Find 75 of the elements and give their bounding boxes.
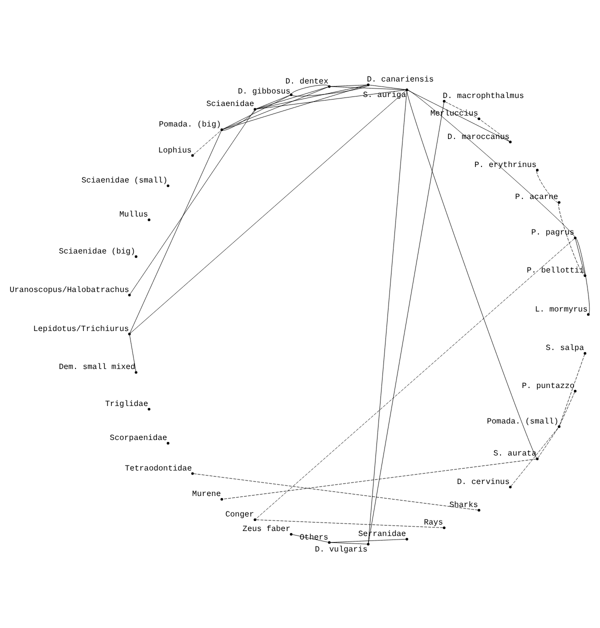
node-circle <box>290 92 292 96</box>
connector <box>559 354 585 426</box>
node-circle <box>406 537 408 540</box>
connector <box>292 85 368 96</box>
connector <box>330 538 406 542</box>
node-circle <box>584 352 586 354</box>
connector <box>291 84 329 94</box>
node-circle <box>442 99 446 102</box>
node-circle <box>536 168 539 171</box>
connector <box>222 110 256 130</box>
node-circle <box>558 424 560 428</box>
node-circle <box>509 140 512 143</box>
node-circle <box>148 218 150 221</box>
connector <box>330 84 368 86</box>
node-circle <box>220 128 224 131</box>
connector <box>256 86 328 109</box>
node-circle <box>366 83 370 86</box>
node-circle <box>442 526 446 529</box>
node-circle <box>191 472 194 474</box>
connector <box>194 472 478 510</box>
node-circle <box>166 441 170 444</box>
node-circle <box>366 542 370 545</box>
node-circle <box>574 389 576 392</box>
node-circle <box>328 540 331 544</box>
connector <box>256 238 574 519</box>
node-circle <box>128 293 131 296</box>
node-circle <box>166 184 170 187</box>
connector <box>575 238 585 274</box>
connector <box>536 170 558 202</box>
connector <box>256 89 406 109</box>
node-circle <box>587 312 590 316</box>
node-circle <box>478 116 480 120</box>
node-circle <box>254 518 256 521</box>
connector <box>368 90 408 543</box>
connector <box>130 90 406 333</box>
connector <box>256 519 444 528</box>
connector <box>129 334 136 372</box>
node-circle <box>134 370 138 374</box>
node-circle <box>328 84 331 88</box>
connector <box>558 202 584 275</box>
connector <box>369 84 406 90</box>
connector <box>130 109 255 294</box>
node-circle <box>148 407 150 410</box>
connector <box>193 130 222 154</box>
connector <box>330 542 368 544</box>
connector <box>368 102 444 543</box>
connector <box>222 86 328 129</box>
node-circle <box>584 274 586 276</box>
connector <box>330 86 406 90</box>
node-circle <box>536 457 539 460</box>
connector <box>408 90 510 142</box>
node-circle <box>128 332 131 335</box>
connector <box>406 90 537 458</box>
connector <box>576 238 590 314</box>
node-circle <box>574 236 576 239</box>
connector <box>538 426 559 458</box>
connector <box>559 391 575 426</box>
node-circle <box>254 107 256 110</box>
connector <box>256 94 290 109</box>
connector <box>408 89 576 237</box>
node-circle <box>509 485 512 488</box>
node-circle <box>558 200 560 204</box>
connector <box>256 84 368 109</box>
connector <box>222 94 290 129</box>
connector <box>292 534 328 542</box>
node-circle <box>134 254 138 258</box>
node-circle <box>220 497 224 500</box>
connector <box>222 84 368 130</box>
node-circle <box>406 88 408 91</box>
connector <box>510 426 559 486</box>
connector <box>130 130 222 333</box>
node-circle <box>290 532 292 536</box>
node-circle <box>478 508 480 512</box>
node-circle <box>191 154 194 156</box>
connector <box>222 458 536 499</box>
